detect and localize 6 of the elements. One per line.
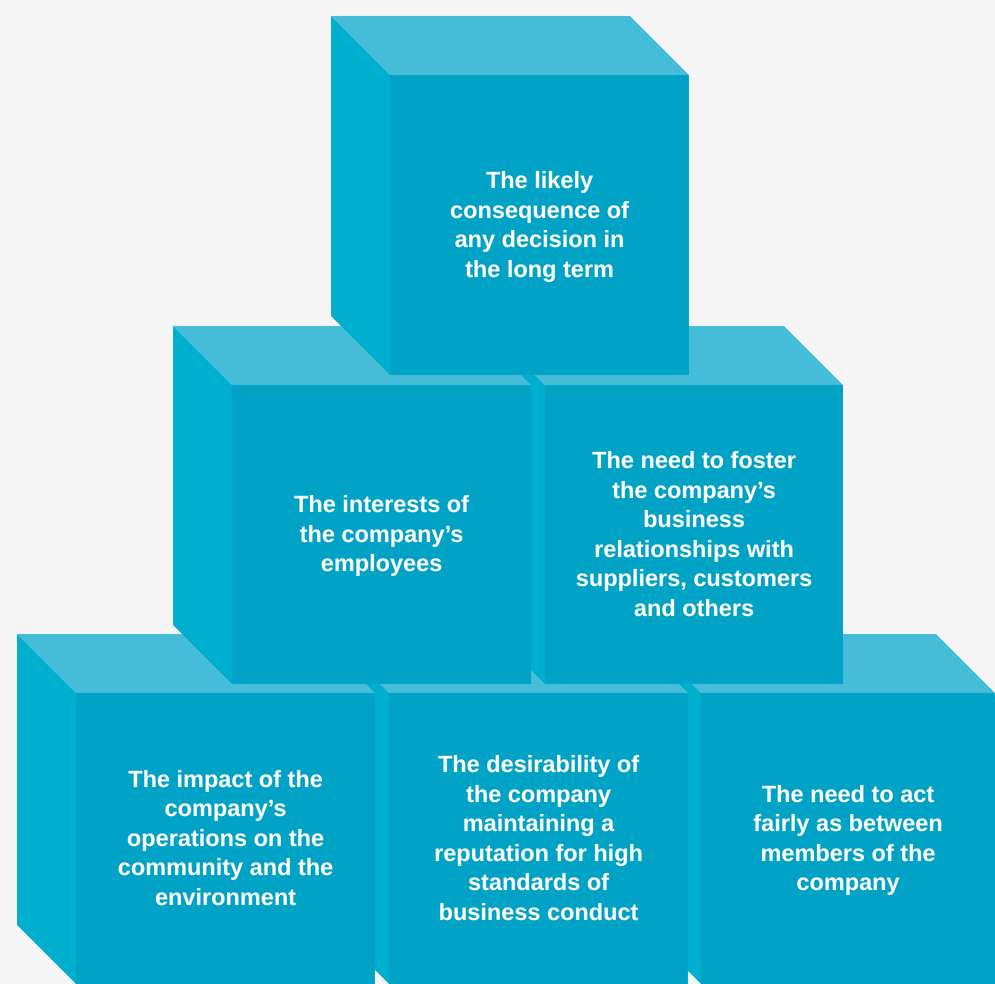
cube-label: The interests of the company’s employees xyxy=(293,490,470,578)
cube-label: The impact of the company’s operations on the community and the environment xyxy=(116,764,334,912)
cube-label: The desirability of the company maintaining a reputation for high standards of business conduct xyxy=(433,750,644,926)
cube-label: The likely consequence of any decision in the long term xyxy=(449,166,630,284)
cube-label: The need to foster the company’s business relationships with suppliers, customers and others xyxy=(574,446,814,622)
cube-label: The need to act fairly as between members of the company xyxy=(752,780,944,897)
